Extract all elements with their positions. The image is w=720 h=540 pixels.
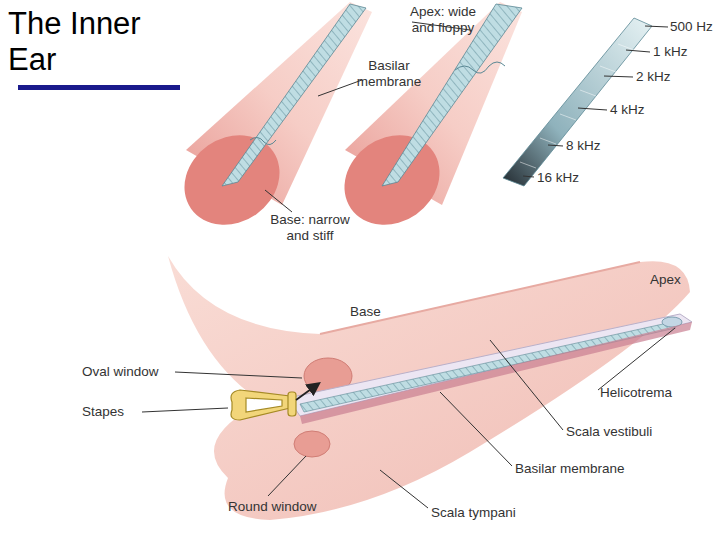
part-label: Apex [650,272,700,288]
part-label: Base: narrow and stiff [262,212,358,243]
part-label: 500 Hz [670,19,716,35]
part-label: Round window [228,499,333,515]
part-label: 4 kHz [610,102,656,118]
part-label: 2 kHz [636,69,682,85]
part-label: Stapes [82,404,142,420]
part-label: 8 kHz [566,138,612,154]
part-label: Helicotrema [600,385,700,401]
part-label: Scala vestibuli [566,424,676,440]
part-label: Apex: wide and floppy [398,4,488,35]
part-label: Basilar membrane [515,461,635,477]
part-label: Basilar membrane [352,58,426,89]
part-label: Scala tympani [431,505,536,521]
slide-title: The Inner Ear [8,6,188,77]
part-label: Base [350,304,400,320]
part-label: Oval window [82,364,177,380]
part-label: 1 kHz [653,44,699,60]
part-label: 16 kHz [537,170,587,186]
